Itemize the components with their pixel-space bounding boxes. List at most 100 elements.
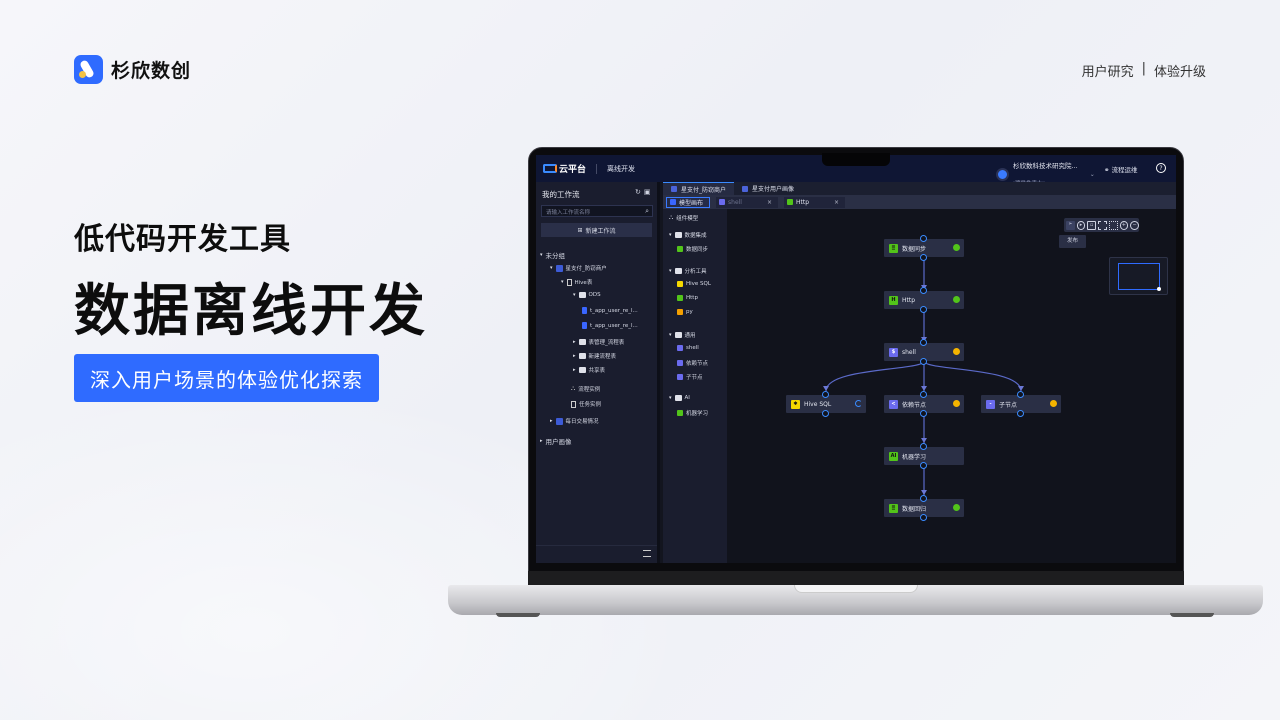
subnode-icon: - (986, 399, 995, 409)
divider (596, 163, 598, 174)
node-data-return[interactable]: ≣数据回归 (884, 499, 964, 517)
subtab-shell[interactable]: shell× (716, 196, 779, 208)
nav-offline-dev[interactable]: 离线开发 (607, 164, 636, 173)
port[interactable] (920, 462, 927, 469)
chevron-down-icon: ⌄ (1089, 171, 1095, 178)
tree-item[interactable]: 任务实例 (571, 400, 601, 408)
port[interactable] (822, 410, 829, 417)
tree-item[interactable]: ▸新建流程表 (573, 352, 616, 360)
subtab-model-canvas[interactable]: 模型画布 (666, 196, 711, 208)
tree-item[interactable]: ▸表管理_流程表 (573, 338, 624, 346)
component-item[interactable]: 数据同步 (677, 245, 708, 253)
new-workflow-button[interactable]: ⊞ 新建工作流 (541, 223, 652, 237)
port[interactable] (920, 306, 927, 313)
tree-item[interactable]: t_app_user_re_l... (582, 307, 638, 314)
port[interactable] (920, 339, 927, 346)
warning-icon (953, 348, 960, 355)
close-icon[interactable]: × (766, 198, 773, 206)
workflow-search-input[interactable]: 请输入工作流名称 ⌕ (541, 205, 653, 217)
tree-item[interactable]: ▾ODS (573, 292, 601, 298)
component-item[interactable]: Hive SQL (677, 281, 711, 287)
port[interactable] (920, 358, 927, 365)
node-hive-sql[interactable]: ✱Hive SQL (786, 395, 866, 413)
subtab-http[interactable]: Http× (784, 196, 846, 208)
tree-item[interactable]: ▸每日交易情况 (550, 417, 599, 425)
port[interactable] (920, 287, 927, 294)
tree-item[interactable]: ⛬流程实例 (571, 385, 600, 393)
tree-item[interactable]: ▾Hive表 (561, 278, 592, 286)
hero-title: 数据离线开发 (74, 279, 428, 344)
port[interactable] (1017, 391, 1024, 398)
component-item[interactable]: Http (677, 295, 698, 301)
port[interactable] (920, 514, 927, 521)
tab-workflow-2[interactable]: 星支付用户画像 (734, 182, 802, 195)
folder-icon (578, 367, 586, 373)
tree-item[interactable]: ▾未分组 (540, 250, 565, 260)
ai-icon (677, 410, 683, 416)
component-header: ⛬组件模型 (669, 214, 698, 222)
tree-item[interactable]: ▾星支付_防窃商户 (550, 264, 607, 272)
component-item[interactable]: 依赖节点 (677, 359, 708, 367)
tree-item[interactable]: ▸用户画像 (540, 436, 572, 446)
run-icon[interactable]: ▸ (1076, 220, 1086, 230)
item-label: 数据同步 (686, 247, 709, 253)
port[interactable] (920, 443, 927, 450)
help-icon[interactable]: ? (1156, 163, 1166, 173)
port[interactable] (822, 391, 829, 398)
component-item[interactable]: 机器学习 (677, 409, 708, 417)
laptop-opening-notch (794, 585, 918, 593)
tree-item[interactable]: t_app_user_re_l... (582, 322, 638, 329)
flow-ops-link[interactable]: ⚭ 流程运维 (1104, 164, 1138, 174)
node-label: 数据回归 (902, 505, 927, 513)
port[interactable] (920, 235, 927, 242)
new-workflow-label: 新建工作流 (585, 227, 616, 235)
sidebar-actions: ↻▣ (635, 188, 654, 196)
node-label: 机器学习 (902, 453, 927, 461)
sidebar-footer (536, 545, 657, 563)
search-icon[interactable]: ⌕ (645, 207, 649, 215)
save-icon[interactable]: ▫ (1087, 220, 1097, 230)
fullscreen-icon[interactable] (1098, 220, 1107, 230)
zoom-in-icon[interactable]: + (1119, 220, 1129, 230)
port[interactable] (1017, 410, 1024, 417)
publish-icon[interactable]: ➢ (1066, 220, 1075, 230)
port[interactable] (920, 391, 927, 398)
resize-handle[interactable] (1157, 287, 1161, 291)
node-subnode[interactable]: -子节点 (981, 395, 1061, 413)
tree-label: 任务实例 (579, 402, 602, 408)
zoom-out-icon[interactable]: − (1130, 220, 1139, 230)
port[interactable] (920, 410, 927, 417)
component-item[interactable]: 子节点 (677, 373, 703, 381)
group-label: 分析工具 (684, 269, 707, 275)
port[interactable] (920, 495, 927, 502)
component-group[interactable]: ▾数据集成 (669, 231, 707, 239)
port[interactable] (920, 254, 927, 261)
http-icon (787, 199, 794, 205)
component-item[interactable]: shell (677, 345, 699, 351)
fit-view-icon[interactable] (1108, 220, 1118, 230)
node-shell[interactable]: $shell (884, 343, 964, 361)
collapse-sidebar-icon[interactable] (643, 550, 651, 557)
node-label: 子节点 (999, 401, 1018, 409)
minimap-viewport[interactable] (1118, 263, 1161, 291)
component-group[interactable]: ▾分析工具 (669, 267, 707, 275)
tree-item[interactable]: ▸共享表 (573, 366, 605, 374)
node-data-sync[interactable]: ≣数据同步 (884, 239, 964, 257)
component-group[interactable]: ▾通用 (669, 331, 696, 339)
node-dependency[interactable]: <依赖节点 (884, 395, 964, 413)
app-logo[interactable]: 云平台 (543, 162, 586, 175)
minimap[interactable] (1109, 257, 1168, 295)
tree-label: 流程实例 (578, 387, 601, 393)
tab-workflow-1[interactable]: 星支付_防窃商户 (663, 182, 735, 195)
close-icon[interactable]: × (834, 198, 840, 206)
refresh-icon[interactable]: ↻ (635, 188, 644, 196)
tab-label: 星支付_防窃商户 (681, 186, 727, 194)
item-label: 机器学习 (686, 411, 709, 417)
component-group[interactable]: ▾AI (669, 395, 690, 401)
folder-add-icon[interactable]: ▣ (643, 188, 654, 196)
component-item[interactable]: py (677, 309, 693, 315)
task-instance-icon (571, 400, 576, 408)
